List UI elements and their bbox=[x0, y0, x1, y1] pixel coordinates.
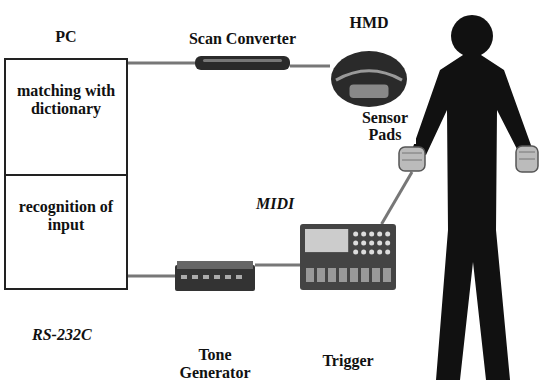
device-knob bbox=[353, 232, 358, 237]
cable bbox=[128, 275, 175, 278]
pad-detail bbox=[519, 152, 535, 153]
device-display bbox=[305, 229, 348, 252]
trigger-key bbox=[317, 268, 325, 282]
sensor-pad-drawing bbox=[398, 146, 426, 172]
device-knob bbox=[361, 241, 366, 246]
device-knob bbox=[377, 250, 382, 255]
device-top bbox=[177, 261, 253, 269]
helmet-shell bbox=[331, 51, 407, 107]
pad-detail bbox=[519, 159, 535, 160]
tone-generator-drawing bbox=[175, 261, 255, 291]
device-knob bbox=[369, 232, 374, 237]
device-knob bbox=[385, 241, 390, 246]
visor bbox=[350, 84, 389, 98]
trigger-key bbox=[328, 268, 336, 282]
trigger-key bbox=[383, 268, 391, 282]
scan-converter-drawing bbox=[195, 56, 290, 70]
sensor-pad bbox=[516, 146, 538, 172]
device-knob bbox=[361, 250, 366, 255]
device-label: Sensor Pads bbox=[354, 109, 416, 144]
device-knob bbox=[385, 232, 390, 237]
device-label: Trigger bbox=[298, 352, 398, 370]
pad-detail bbox=[402, 153, 422, 154]
figure-head bbox=[451, 15, 493, 57]
trigger-key bbox=[361, 268, 369, 282]
sensor-pad bbox=[516, 146, 538, 172]
trigger-drawing bbox=[300, 224, 396, 290]
device-knob bbox=[353, 250, 358, 255]
device-knob bbox=[377, 232, 382, 237]
cable bbox=[255, 264, 300, 267]
cable bbox=[382, 172, 412, 224]
device-label: Scan Converter bbox=[188, 30, 298, 48]
scan-converter: Scan Converter bbox=[195, 56, 290, 70]
figure-body bbox=[412, 55, 532, 380]
box-text: matching with dictionary bbox=[6, 60, 126, 174]
pc-box: PCmatching with dictionaryrecognition of… bbox=[4, 58, 128, 290]
device-knob bbox=[353, 241, 358, 246]
device-button bbox=[225, 275, 231, 279]
trigger-key bbox=[350, 268, 358, 282]
box-text: recognition of input bbox=[6, 174, 126, 288]
device-button bbox=[203, 275, 209, 279]
device-button bbox=[192, 275, 198, 279]
device-button bbox=[236, 275, 242, 279]
device-label: HMD bbox=[329, 14, 409, 32]
cable bbox=[128, 62, 195, 65]
device-body bbox=[195, 56, 290, 70]
sensor-pad bbox=[399, 147, 425, 171]
hmd-drawing bbox=[330, 46, 408, 108]
device-knob bbox=[369, 241, 374, 246]
device-knob bbox=[377, 241, 382, 246]
sensor-pad: Sensor Pads bbox=[398, 146, 426, 172]
signal-name: RS-232C bbox=[30, 326, 94, 344]
device-button bbox=[181, 275, 187, 279]
trigger-key bbox=[306, 268, 314, 282]
device-body bbox=[300, 224, 396, 290]
device-button bbox=[214, 275, 220, 279]
tone-generator: Tone Generator bbox=[175, 261, 255, 291]
device-highlight bbox=[203, 59, 282, 62]
device-knob bbox=[369, 250, 374, 255]
device-knob bbox=[385, 250, 390, 255]
device-knob bbox=[361, 232, 366, 237]
signal-name: MIDI bbox=[254, 195, 296, 213]
device-label: Tone Generator bbox=[165, 346, 265, 381]
trigger-key bbox=[372, 268, 380, 282]
box-heading: PC bbox=[6, 28, 126, 46]
cable bbox=[290, 65, 330, 68]
trigger: Trigger bbox=[300, 224, 396, 290]
human-figure bbox=[412, 15, 532, 380]
hmd: HMD bbox=[330, 46, 408, 108]
helmet-band bbox=[336, 71, 402, 80]
pad-detail bbox=[402, 160, 422, 161]
trigger-key bbox=[339, 268, 347, 282]
